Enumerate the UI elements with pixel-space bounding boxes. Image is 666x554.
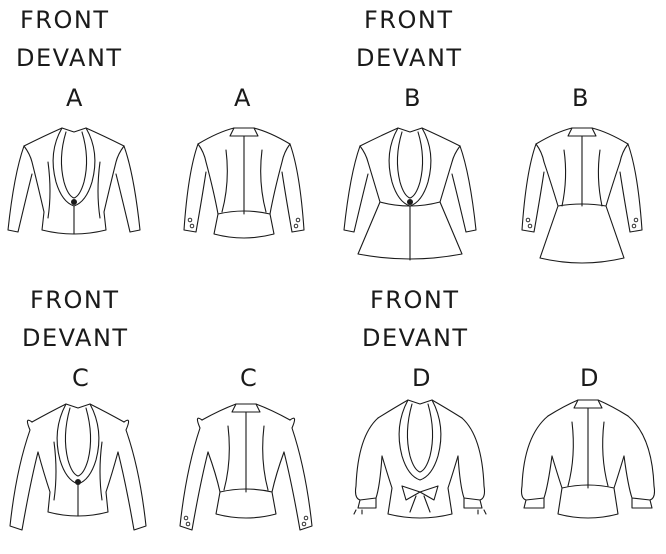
- view-letter-a-front: A: [66, 84, 84, 112]
- jacket-d-front-drawing: [350, 396, 490, 546]
- jacket-c-back-drawing: [176, 400, 316, 550]
- view-letter-b-front: B: [404, 84, 422, 112]
- devant-label-b: DEVANT: [356, 44, 463, 72]
- front-label-a: FRONT: [20, 6, 110, 34]
- devant-label-c: DEVANT: [22, 324, 129, 352]
- devant-label-d: DEVANT: [362, 324, 469, 352]
- view-letter-a-back: A: [234, 84, 252, 112]
- jacket-b-back-drawing: [512, 122, 652, 272]
- view-letter-b-back: B: [572, 84, 590, 112]
- jacket-d-back-drawing: [518, 396, 658, 546]
- view-letter-d-front: D: [412, 364, 432, 392]
- view-letter-c-back: C: [240, 364, 259, 392]
- devant-label-a: DEVANT: [16, 44, 123, 72]
- front-label-d: FRONT: [370, 286, 460, 314]
- jacket-a-front-drawing: [4, 122, 144, 272]
- front-label-b: FRONT: [364, 6, 454, 34]
- jacket-a-back-drawing: [174, 122, 314, 272]
- jacket-b-front-drawing: [340, 122, 480, 272]
- front-label-c: FRONT: [30, 286, 120, 314]
- view-letter-c-front: C: [72, 364, 91, 392]
- jacket-c-front-drawing: [8, 400, 148, 550]
- view-letter-d-back: D: [580, 364, 600, 392]
